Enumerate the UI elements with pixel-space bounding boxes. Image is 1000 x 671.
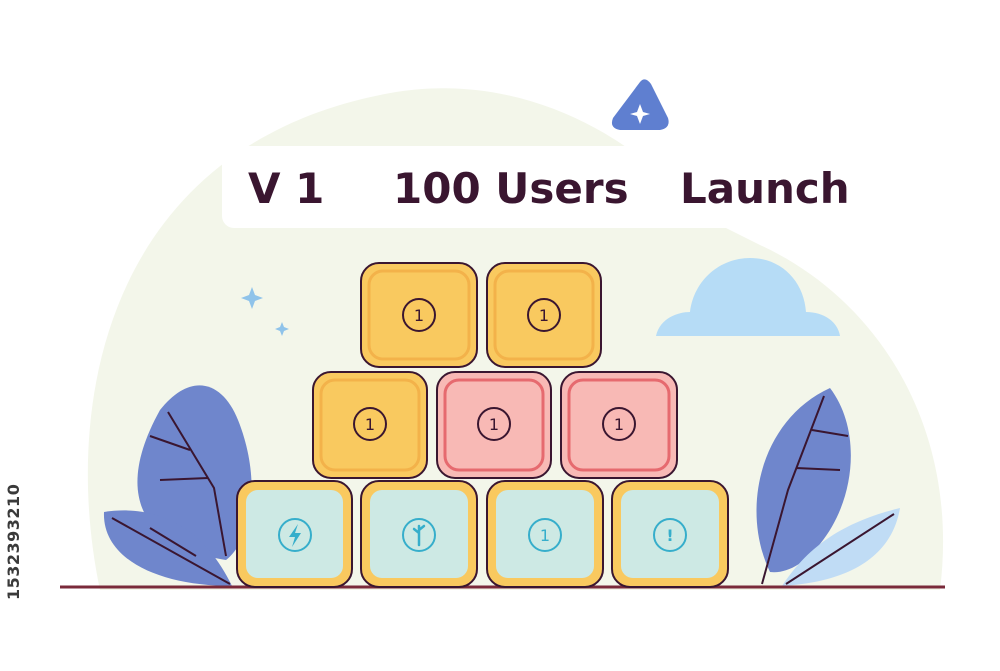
block-label: 1 — [614, 415, 624, 434]
block-label: 1 — [365, 415, 375, 434]
block-bottom-4: ! — [611, 480, 729, 588]
sparkle-icon — [275, 322, 289, 336]
stock-image-id: 1532393210 — [4, 483, 23, 600]
block-label: 1 — [540, 526, 550, 545]
block-label: 1 — [414, 306, 424, 325]
block-middle-2: 1 — [436, 371, 552, 479]
left-leaves-icon — [103, 385, 252, 586]
block-bottom-2 — [360, 480, 478, 588]
block-label: 1 — [489, 415, 499, 434]
block-top-2: 1 — [486, 262, 602, 368]
block-label: ! — [666, 526, 673, 545]
headline-word-2: 100 Users — [393, 164, 629, 213]
block-label: 1 — [539, 306, 549, 325]
right-leaves-icon — [756, 388, 900, 586]
cloud-icon — [656, 258, 840, 336]
triangle-badge-icon — [611, 79, 669, 130]
headline-word-1: V 1 — [248, 164, 324, 213]
block-middle-3: 1 — [560, 371, 678, 479]
headline-word-3: Launch — [680, 164, 850, 213]
plant-icon — [412, 524, 426, 547]
block-middle-1: 1 — [312, 371, 428, 479]
block-top-1: 1 — [360, 262, 478, 368]
headline-band — [222, 146, 858, 228]
block-bottom-3: 1 — [486, 480, 604, 588]
sparkle-icon — [241, 287, 263, 309]
block-bottom-1 — [236, 480, 353, 588]
lightning-icon — [289, 524, 301, 547]
